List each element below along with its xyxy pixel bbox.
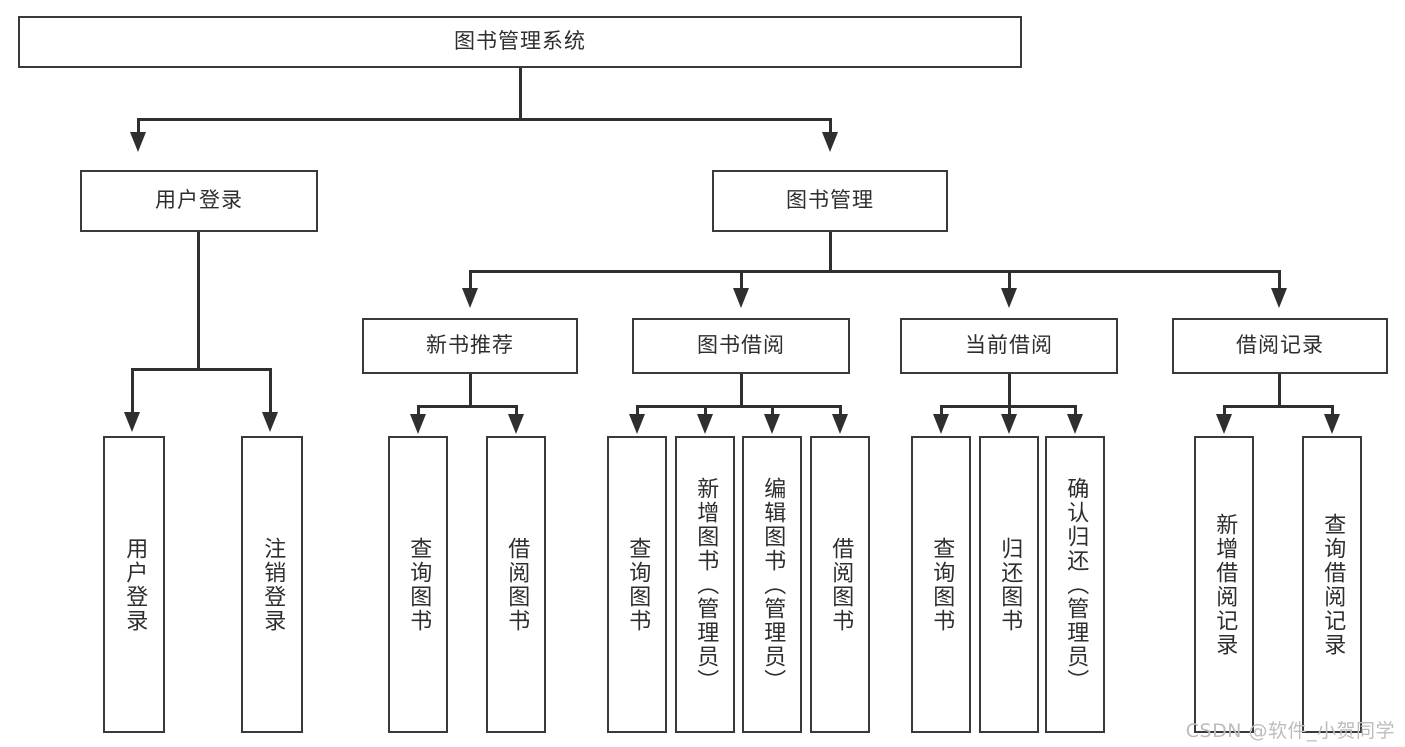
connector-book-borrow-bus [637,405,842,408]
leaf-label: 用户登录 [122,536,148,633]
connector-book-borrow-drop-1 [636,405,639,418]
node-borrow-record[interactable]: 借阅记录 [1172,318,1388,374]
leaf-label: 新增借阅记录 [1212,512,1238,657]
leaf-user-login[interactable]: 用户登录 [103,436,165,733]
arrow-to-leaf-borrow-book-1 [508,414,524,434]
connector-level2-bus [138,118,832,121]
arrow-to-leaf-query-book-3 [933,414,949,434]
connector-level3-drop-4 [1278,270,1281,290]
arrow-to-new-book-recommend [462,288,478,308]
connector-borrow-record-drop-1 [1223,405,1226,418]
node-label: 图书管理 [786,188,874,213]
leaf-query-book-recommend[interactable]: 查询图书 [388,436,448,733]
node-user-login[interactable]: 用户登录 [80,170,318,232]
leaf-query-borrow-record[interactable]: 查询借阅记录 [1302,436,1362,733]
arrow-to-leaf-borrow-book-2 [832,414,848,434]
leaf-label: 归还图书 [997,536,1023,633]
leaf-return-book[interactable]: 归还图书 [979,436,1039,733]
connector-new-book-drop-2 [515,405,518,418]
arrow-to-leaf-user-login [124,412,140,432]
leaf-label: 借阅图书 [504,536,530,633]
leaf-label: 新增图书（管理员） [693,476,719,693]
node-label: 新书推荐 [426,333,514,358]
node-label: 借阅记录 [1236,333,1324,358]
leaf-label: 查询借阅记录 [1320,512,1346,657]
arrow-to-leaf-add-record [1216,414,1232,434]
connector-book-borrow-drop-2 [704,405,707,418]
connector-root-stem [519,68,522,120]
connector-book-management-stem [829,232,832,270]
connector-new-book-bus [418,405,518,408]
arrow-to-book-borrow [733,288,749,308]
arrow-to-borrow-record [1271,288,1287,308]
arrow-to-leaf-query-book-2 [629,414,645,434]
connector-current-borrow-drop-3 [1074,405,1077,418]
connector-level3-bus [470,270,1280,273]
leaf-borrow-book[interactable]: 借阅图书 [810,436,870,733]
node-label: 图书借阅 [697,333,785,358]
connector-borrow-record-bus [1224,405,1334,408]
connector-user-login-bus [132,368,272,371]
leaf-logout[interactable]: 注销登录 [241,436,303,733]
arrow-to-current-borrow [1001,288,1017,308]
arrow-to-leaf-query-book-1 [410,414,426,434]
connector-borrow-record-stem [1278,374,1281,405]
leaf-label: 编辑图书（管理员） [760,476,786,693]
leaf-borrow-book-recommend[interactable]: 借阅图书 [486,436,546,733]
leaf-label: 查询图书 [929,536,955,633]
leaf-label: 注销登录 [260,536,286,633]
node-root-book-management-system[interactable]: 图书管理系统 [18,16,1022,68]
connector-user-login-stem [197,232,200,370]
node-current-borrow[interactable]: 当前借阅 [900,318,1118,374]
connector-book-borrow-drop-4 [839,405,842,418]
node-new-book-recommend[interactable]: 新书推荐 [362,318,578,374]
arrow-to-leaf-add-book [697,414,713,434]
connector-level3-drop-3 [1008,270,1011,290]
arrow-to-leaf-confirm-return [1067,414,1083,434]
connector-level2-drop-right [829,118,832,134]
leaf-label: 查询图书 [625,536,651,633]
leaf-label: 确认归还（管理员） [1063,476,1089,693]
leaf-confirm-return-admin[interactable]: 确认归还（管理员） [1045,436,1105,733]
csdn-watermark: CSDN @软件_小贺同学 [1185,720,1395,742]
connector-user-login-drop-1 [131,368,134,416]
connector-current-borrow-drop-2 [1008,405,1011,418]
arrow-to-leaf-logout [262,412,278,432]
arrow-to-user-login [130,132,146,152]
connector-borrow-record-drop-2 [1331,405,1334,418]
connector-level3-drop-2 [740,270,743,290]
leaf-label: 借阅图书 [828,536,854,633]
connector-level2-drop-left [137,118,140,134]
connector-book-borrow-drop-3 [771,405,774,418]
connector-new-book-stem [469,374,472,405]
node-book-borrow[interactable]: 图书借阅 [632,318,850,374]
connector-new-book-drop-1 [417,405,420,418]
leaf-query-book-borrow[interactable]: 查询图书 [607,436,667,733]
node-book-management[interactable]: 图书管理 [712,170,948,232]
leaf-add-borrow-record[interactable]: 新增借阅记录 [1194,436,1254,733]
connector-level3-drop-1 [469,270,472,290]
node-label: 图书管理系统 [454,29,586,54]
leaf-query-book-current[interactable]: 查询图书 [911,436,971,733]
leaf-label: 查询图书 [406,536,432,633]
connector-book-borrow-stem [740,374,743,405]
arrow-to-leaf-return-book [1001,414,1017,434]
leaf-edit-book-admin[interactable]: 编辑图书（管理员） [742,436,802,733]
node-label: 当前借阅 [965,333,1053,358]
connector-current-borrow-stem [1008,374,1011,405]
connector-current-borrow-drop-1 [940,405,943,418]
connector-user-login-drop-2 [269,368,272,416]
arrow-to-leaf-edit-book [764,414,780,434]
arrow-to-book-management [822,132,838,152]
arrow-to-leaf-query-record [1324,414,1340,434]
leaf-add-book-admin[interactable]: 新增图书（管理员） [675,436,735,733]
node-label: 用户登录 [155,188,243,213]
